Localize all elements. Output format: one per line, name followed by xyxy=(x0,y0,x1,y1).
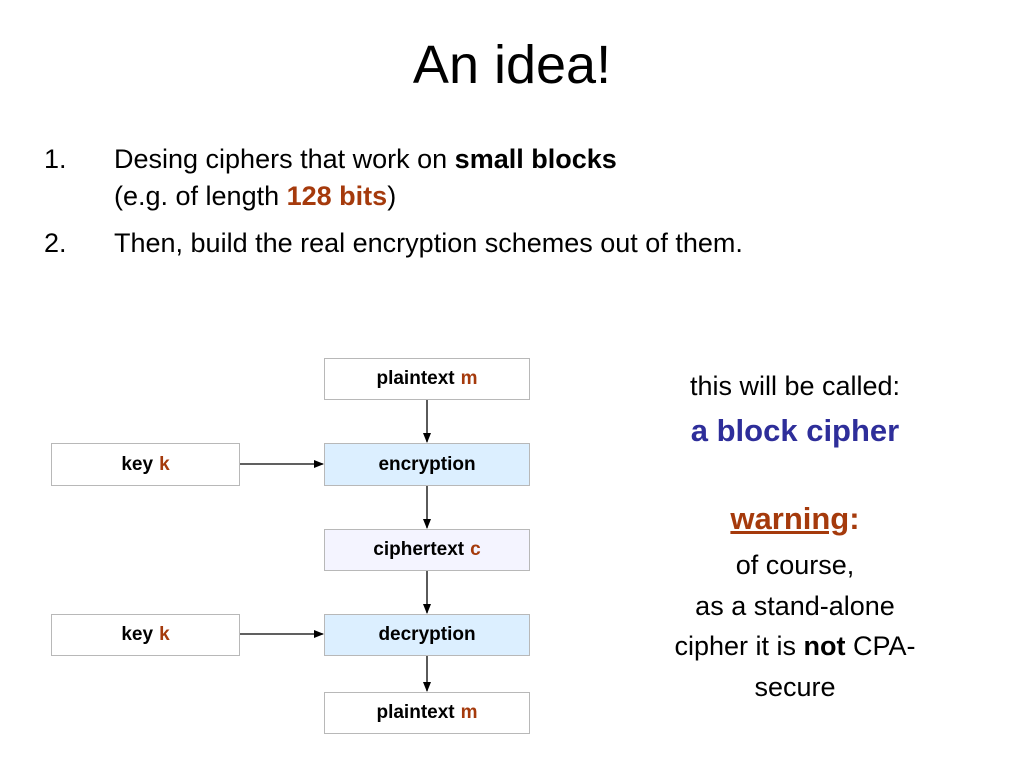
list-item-2: 2. Then, build the real encryption schem… xyxy=(0,226,1024,266)
warning-line-3: cipher it is not CPA- xyxy=(674,631,916,661)
list-text: Then, build the real encryption schemes … xyxy=(114,228,743,258)
list-item-1: 1. Desing ciphers that work on small blo… xyxy=(0,142,1024,222)
variable-c: c xyxy=(470,539,481,560)
variable-k: k xyxy=(159,624,170,645)
warning-line-1: of course, xyxy=(735,550,855,580)
warning-line-4: secure xyxy=(754,672,836,702)
not-emphasis: not xyxy=(803,631,846,661)
slide-title: An idea! xyxy=(412,35,612,95)
bold-phrase: small blocks xyxy=(454,144,617,174)
decryption-box: decryption xyxy=(324,614,530,656)
variable-k: k xyxy=(159,453,170,475)
encryption-box: encryption xyxy=(324,443,530,486)
list-number: 1. xyxy=(44,144,67,174)
block-cipher-term: a block cipher xyxy=(690,413,900,448)
list-number: 2. xyxy=(44,228,67,258)
list-text-line-2: (e.g. of length 128 bits) xyxy=(114,181,397,211)
list-text-line-1: Desing ciphers that work on small blocks xyxy=(114,144,617,174)
variable-m: m xyxy=(460,368,478,389)
highlight-phrase: 128 bits xyxy=(286,181,388,211)
warning-heading: warning: xyxy=(730,501,860,536)
warning-line-2: as a stand-alone xyxy=(695,591,895,621)
variable-m: m xyxy=(460,702,478,723)
called-caption: this will be called: xyxy=(689,371,901,401)
